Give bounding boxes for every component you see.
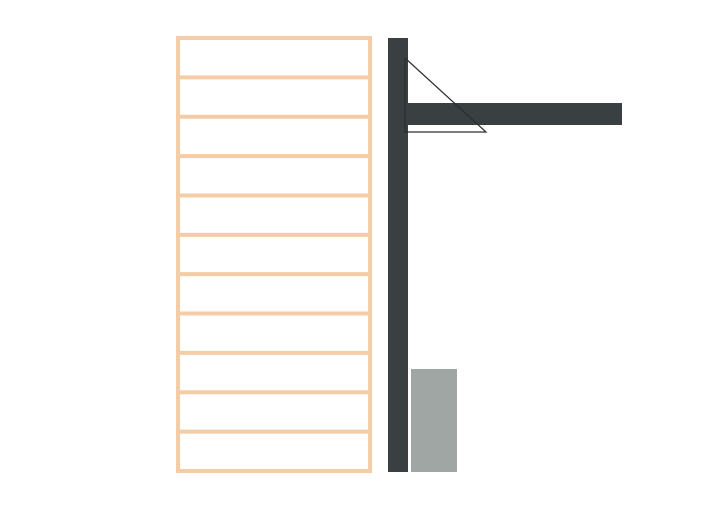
bracing-diagonal xyxy=(404,57,488,133)
counterweight-block xyxy=(411,369,457,472)
horizontal-beam xyxy=(405,103,622,125)
panel-frame xyxy=(176,36,372,473)
segmented-panel xyxy=(176,36,372,473)
bracing-triangle xyxy=(404,57,488,133)
vertical-column xyxy=(388,38,408,472)
panel-dividers xyxy=(178,75,370,434)
